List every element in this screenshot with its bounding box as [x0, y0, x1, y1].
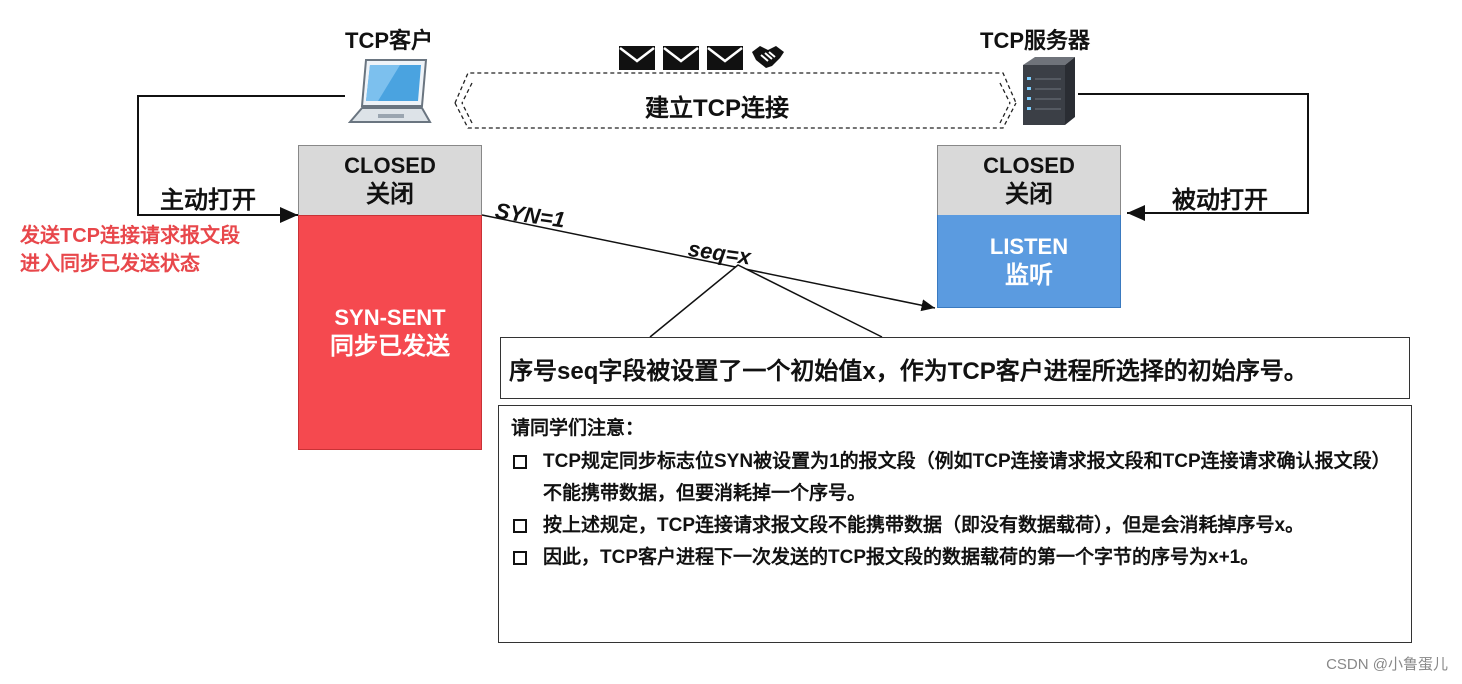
client-title: TCP客户 [345, 28, 434, 53]
server-listen-state: LISTEN 监听 [937, 215, 1121, 308]
active-open-line [137, 95, 345, 223]
client-syn-sent-state: SYN-SENT 同步已发送 [298, 215, 482, 450]
watermark: CSDN @小鲁蛋儿 [1326, 656, 1448, 673]
envelope-icon [663, 46, 699, 70]
checkbox-bullet-icon [513, 551, 527, 565]
client-closed-zh: 关闭 [366, 181, 414, 208]
notes-item-text: TCP规定同步标志位SYN被设置为1的报文段（例如TCP连接请求报文段和TCP连… [543, 451, 1391, 504]
listen-zh: 监听 [1005, 262, 1053, 289]
checkbox-bullet-icon [513, 455, 527, 469]
seq-callout-text: 序号seq字段被设置了一个初始值x，作为TCP客户进程所选择的初始序号。 [509, 357, 1308, 385]
message-icons [618, 44, 786, 72]
listen-en: LISTEN [989, 234, 1069, 259]
envelope-icon [619, 46, 655, 70]
server-title: TCP服务器 [980, 28, 1091, 53]
envelope-icon [707, 46, 743, 70]
client-closed-state: CLOSED 关闭 [298, 145, 482, 215]
server-closed-en: CLOSED [983, 153, 1075, 178]
laptop-icon [347, 56, 432, 137]
notes-item-text: 因此，TCP客户进程下一次发送的TCP报文段的数据载荷的第一个字节的序号为x+1… [543, 547, 1260, 568]
notes-item: 因此，TCP客户进程下一次发送的TCP报文段的数据载荷的第一个字节的序号为x+1… [511, 542, 1401, 574]
client-note: 发送TCP连接请求报文段 进入同步已发送状态 [20, 222, 240, 278]
handshake-icon [752, 46, 784, 68]
server-icon [1015, 55, 1077, 132]
checkbox-bullet-icon [513, 519, 527, 533]
client-note-line-2: 进入同步已发送状态 [20, 253, 200, 275]
syn-sent-en: SYN-SENT [334, 305, 446, 330]
server-closed-state: CLOSED 关闭 [937, 145, 1121, 215]
notes-heading: 请同学们注意： [511, 418, 645, 439]
syn-segment-line [481, 214, 936, 312]
syn-sent-zh: 同步已发送 [330, 333, 450, 360]
passive-open-line [1078, 93, 1309, 221]
server-closed-zh: 关闭 [1005, 181, 1053, 208]
connection-label: 建立TCP连接 [645, 95, 789, 122]
notes-item-text: 按上述规定，TCP连接请求报文段不能携带数据（即没有数据载荷），但是会消耗掉序号… [543, 515, 1305, 536]
notes-item: TCP规定同步标志位SYN被设置为1的报文段（例如TCP连接请求报文段和TCP连… [511, 446, 1401, 510]
client-note-line-1: 发送TCP连接请求报文段 [20, 225, 240, 247]
callout-pointer [649, 264, 883, 338]
seq-callout: 序号seq字段被设置了一个初始值x，作为TCP客户进程所选择的初始序号。 [500, 337, 1410, 399]
notes-box: 请同学们注意： TCP规定同步标志位SYN被设置为1的报文段（例如TCP连接请求… [498, 405, 1412, 643]
notes-item: 按上述规定，TCP连接请求报文段不能携带数据（即没有数据载荷），但是会消耗掉序号… [511, 510, 1401, 542]
active-open-label: 主动打开 [160, 187, 256, 214]
client-closed-en: CLOSED [344, 153, 436, 178]
passive-open-label: 被动打开 [1172, 187, 1268, 214]
connection-arrow [454, 72, 1017, 129]
